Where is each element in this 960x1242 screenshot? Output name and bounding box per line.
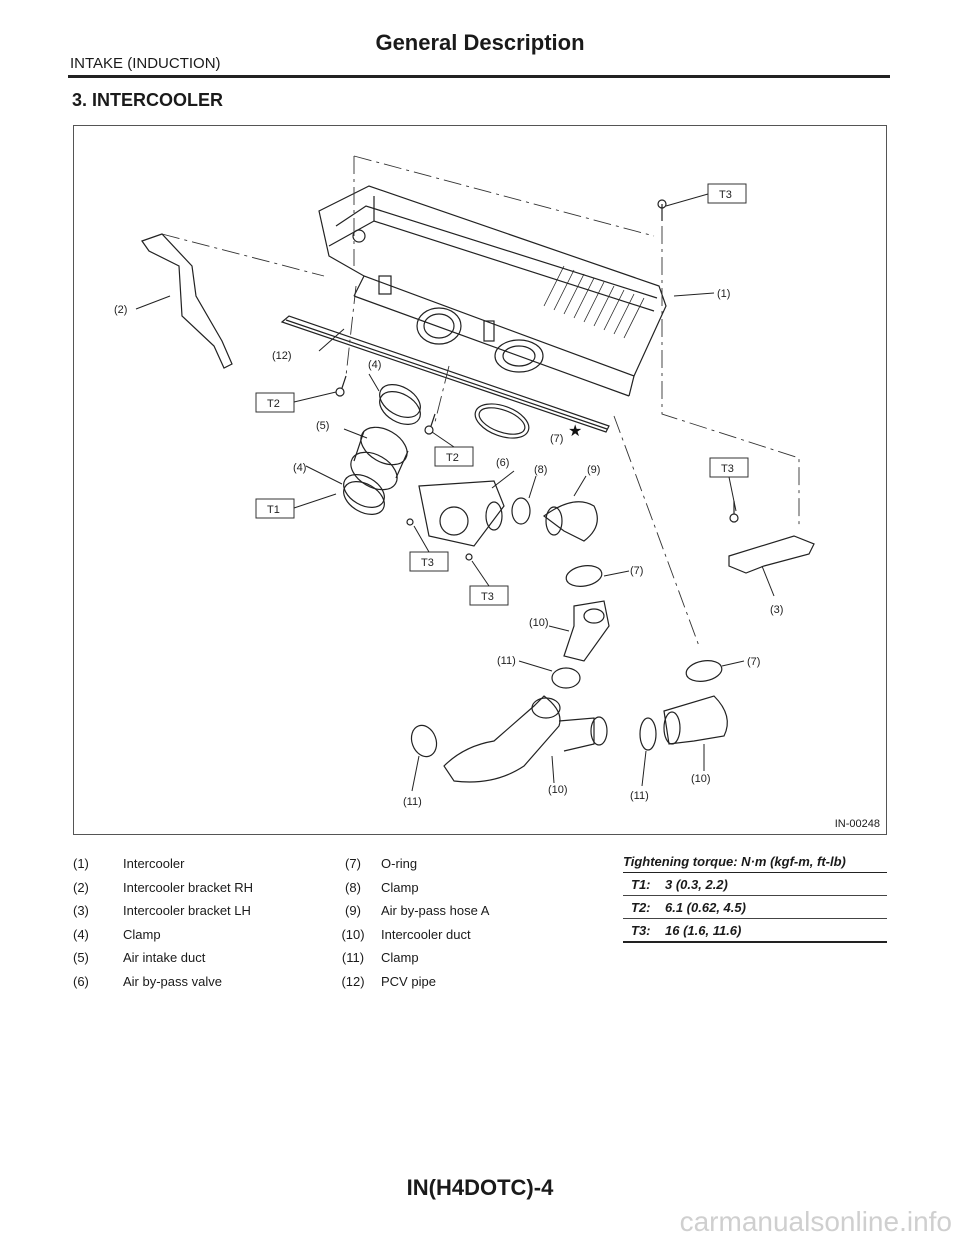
torque-table: Tightening torque: N·m (kgf-m, ft-lb) T1… — [623, 850, 887, 943]
torque-row: T2:6.1 (0.62, 4.5) — [623, 896, 887, 919]
callout-11-lower-right: (11) — [630, 790, 649, 802]
callout-9: (9) — [587, 464, 600, 476]
torque-tag-t3: T3 — [421, 557, 434, 569]
torque-tag-t3: T3 — [481, 591, 494, 603]
callout-3: (3) — [770, 604, 783, 616]
figure-id: IN-00248 — [834, 818, 880, 830]
callout-10-lower-mid: (10) — [548, 784, 568, 796]
watermark-text: carmanualsonline.info — [679, 1206, 952, 1237]
star-icon: ★ — [568, 423, 582, 440]
torque-row: T1:3 (0.3, 2.2) — [623, 873, 887, 896]
legend-item: (6)Air by-pass valve — [73, 973, 222, 989]
callout-1: (1) — [717, 288, 730, 300]
torque-tag-t2: T2 — [267, 398, 280, 410]
page-footer-id: IN(H4DOTC)-4 — [406, 1175, 554, 1200]
callout-10-lower-right: (10) — [691, 773, 711, 785]
callout-4-upper: (4) — [368, 359, 381, 371]
page-title: General Description — [375, 30, 585, 55]
legend-item: (8)Clamp — [345, 879, 419, 895]
legend-item: (3)Intercooler bracket LH — [73, 903, 251, 919]
callout-12: (12) — [272, 350, 292, 362]
callout-4-lower: (4) — [293, 462, 306, 474]
intercooler-part — [318, 185, 667, 397]
bracket-lh-part — [728, 535, 815, 574]
parts-legend-left: (1)Intercooler (2)Intercooler bracket RH… — [73, 852, 333, 993]
bracket-rh-part — [141, 233, 233, 369]
torque-row: T3:16 (1.6, 11.6) — [623, 919, 887, 943]
intercooler-diagram: ★ (1) (2) (3) (4) (4) (5) (6) (7) (7) (7… — [73, 125, 887, 835]
diagram-drawing: ★ (1) (2) (3) (4) (4) (5) (6) (7) (7) (7… — [114, 155, 815, 808]
parts-legend-right: (7)O-ring (8)Clamp (9)Air by-pass hose A… — [325, 852, 595, 993]
callout-11-lower-left: (11) — [403, 796, 422, 808]
legend-item: (11)Clamp — [341, 950, 419, 966]
torque-tag-t3: T3 — [719, 189, 732, 201]
legend-item: (5)Air intake duct — [73, 950, 206, 966]
legend-item: (10)Intercooler duct — [341, 926, 471, 942]
torque-tag-t2: T2 — [446, 452, 459, 464]
header-rule — [68, 75, 890, 78]
callout-8: (8) — [534, 464, 547, 476]
legend-item: (4)Clamp — [73, 926, 161, 942]
legend-item: (1)Intercooler — [73, 856, 185, 872]
subsection-heading: 3. INTERCOOLER — [72, 90, 224, 110]
callout-11-upper: (11) — [497, 655, 516, 667]
torque-heading: Tightening torque: N·m (kgf-m, ft-lb) — [623, 850, 887, 873]
legend-item: (2)Intercooler bracket RH — [73, 879, 254, 895]
legend-item: (7)O-ring — [345, 856, 418, 872]
section-name: INTAKE (INDUCTION) — [70, 55, 221, 72]
callout-10-upper: (10) — [529, 617, 549, 629]
callout-6: (6) — [496, 457, 509, 469]
callout-5: (5) — [316, 420, 329, 432]
callout-7-lower: (7) — [747, 656, 760, 668]
torque-tag-t1: T1 — [267, 504, 280, 516]
legend-item: (12)PCV pipe — [341, 973, 436, 989]
callout-7-middle: (7) — [630, 565, 643, 577]
callout-7-upper: (7) — [550, 433, 563, 445]
legend-item: (9)Air by-pass hose A — [345, 903, 490, 919]
callout-2: (2) — [114, 304, 127, 316]
torque-tag-t3: T3 — [721, 463, 734, 475]
pcv-pipe-part — [280, 315, 610, 433]
